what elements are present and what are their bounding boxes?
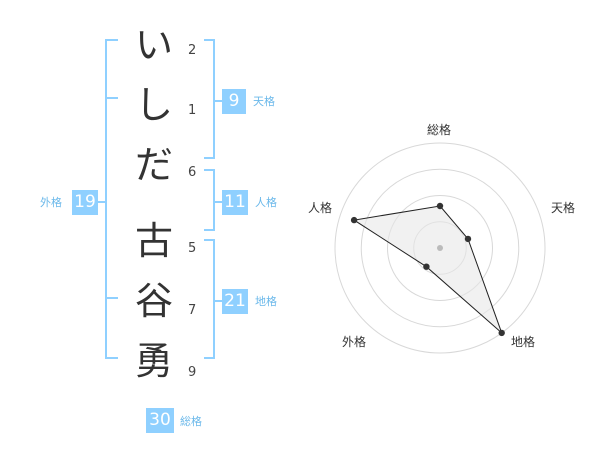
name-char: 古 — [134, 219, 173, 263]
stroke-count: 6 — [188, 165, 197, 180]
radar-point — [498, 329, 505, 337]
jinkaku-bracket — [204, 169, 215, 231]
soukaku-label: 総格 — [180, 415, 202, 428]
name-char: い — [134, 23, 173, 67]
radar-axis-label: 総格 — [427, 123, 452, 137]
chikaku-bracket — [204, 239, 215, 359]
radar-axis-label: 人格 — [308, 201, 333, 215]
radar-point — [423, 263, 430, 270]
jinkaku-value: 11 — [222, 190, 248, 215]
radar-ring — [334, 142, 546, 354]
chikaku-label: 地格 — [255, 295, 277, 308]
radar-axis-label: 外格 — [342, 335, 367, 349]
stroke-count: 7 — [188, 303, 197, 318]
stroke-count: 5 — [188, 241, 197, 256]
radar-center — [437, 245, 443, 251]
tenkaku-label: 天格 — [253, 95, 275, 108]
radar-point — [436, 202, 444, 210]
tenkaku-value: 9 — [222, 89, 246, 114]
radar-point — [464, 235, 472, 243]
tenkaku-bracket — [204, 39, 215, 159]
gaikaku-label: 外格 — [40, 196, 62, 209]
radar-point — [350, 216, 358, 224]
radar-axis-label: 天格 — [551, 201, 576, 215]
gaikaku-value: 19 — [72, 190, 98, 215]
soukaku-value: 30 — [146, 408, 174, 433]
radar-ring — [387, 195, 493, 301]
gaikaku-bracket — [105, 39, 118, 359]
name-char: 勇 — [134, 339, 173, 383]
radar-points — [350, 202, 505, 337]
radar-axis-label: 地格 — [511, 335, 536, 349]
stroke-count: 1 — [188, 103, 197, 118]
name-char: し — [134, 83, 173, 127]
stroke-count: 9 — [188, 365, 197, 380]
chikaku-value: 21 — [222, 289, 248, 314]
name-char: 谷 — [134, 279, 173, 323]
radar-grid — [334, 142, 546, 354]
radar-ring — [360, 168, 520, 328]
jinkaku-label: 人格 — [255, 196, 277, 209]
name-char: だ — [134, 143, 173, 187]
stroke-count: 2 — [188, 43, 197, 58]
radar-series-area — [352, 205, 503, 335]
